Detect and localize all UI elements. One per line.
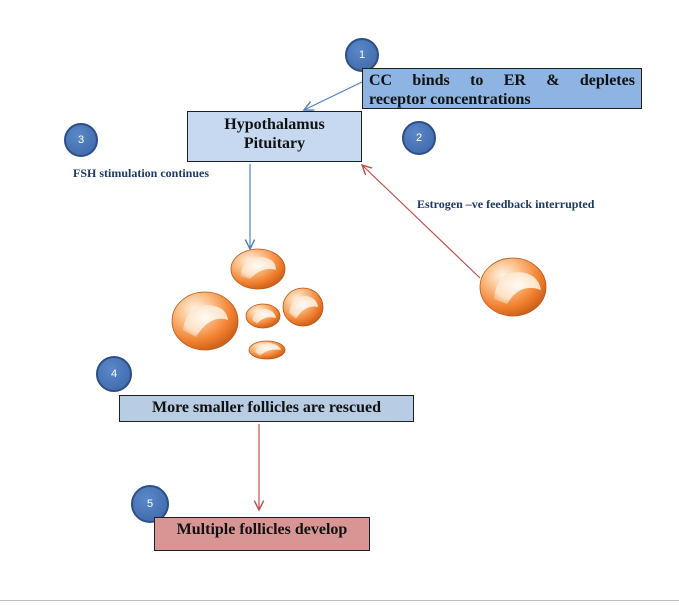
hypothalamus-label: Hypothalamus — [224, 116, 325, 133]
cc-word: ER — [503, 72, 526, 89]
step-5-circle: 5 — [131, 485, 169, 523]
cc-box-line2: receptor concentrations — [369, 91, 531, 108]
step-2-circle: 2 — [402, 121, 436, 155]
cc-word: & — [546, 72, 560, 89]
fsh-stimulation-label: FSH stimulation continues — [73, 166, 210, 180]
follicle-icon — [479, 257, 547, 317]
cc-word: CC — [369, 72, 393, 89]
follicle-icon — [248, 340, 286, 360]
step-1-circle: 1 — [345, 38, 379, 72]
follicles-develop-box: Multiple follicles develop — [154, 517, 370, 551]
follicle-icon — [245, 303, 281, 329]
cc-word: depletes — [579, 72, 635, 89]
estrogen-feedback-label: Estrogen –ve feedback interrupted — [417, 197, 595, 211]
pituitary-label: Pituitary — [243, 135, 306, 152]
cc-binds-er-box: CC binds to ER & depletes receptor conce… — [362, 68, 642, 109]
hypothalamus-pituitary-box: Hypothalamus Pituitary — [187, 111, 362, 162]
step-3-circle: 3 — [64, 123, 98, 157]
arrow-follicle-to-pituitary — [362, 165, 481, 279]
cc-word: binds — [412, 72, 450, 89]
arrow-cc-to-hypothalamus — [304, 81, 363, 110]
cc-box-line1: CC binds to ER & depletes — [369, 71, 635, 90]
follicle-icon — [282, 287, 324, 327]
page-divider — [0, 600, 679, 601]
follicle-icon — [171, 291, 239, 351]
follicle-icon — [230, 248, 286, 290]
follicles-rescued-box: More smaller follicles are rescued — [119, 395, 414, 422]
step-4-circle: 4 — [96, 356, 132, 392]
cc-word: to — [470, 72, 484, 89]
